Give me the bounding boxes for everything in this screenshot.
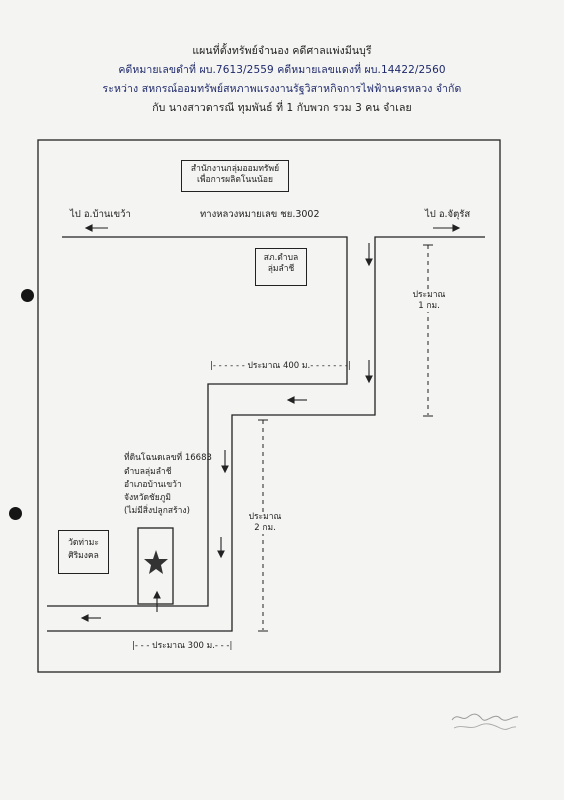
case-numbers: คดีหมายเลขดำที่ ผบ.7613/2559 คดีหมายเลขแ… [118,64,446,76]
land-title-deed-label: ที่ดินโฉนดเลขที่ 16683 [124,453,212,463]
highway-road-bottom-edge [47,236,485,632]
distance-400m-label: |- - - - - - ประมาณ 400 ม.- - - - - - -| [210,361,351,371]
arrow-right-icon [433,224,461,232]
star-icon [144,550,168,574]
arrow-left-icon [80,614,101,622]
arrow-left-icon [84,224,108,232]
arrow-down-icon [365,360,373,384]
map-title: แผนที่ตั้งทรัพย์จำนอง คดีศาลแพ่งมีนบุรี [192,45,372,57]
map-frame [37,139,501,673]
arrow-up-icon [153,590,161,612]
binder-hole-bottom [9,507,22,520]
plaintiff-line: ระหว่าง สหกรณ์ออมทรัพย์สหภาพแรงงานรัฐวิส… [102,83,462,95]
land-location-label: ตำบลลุ่มลำชี อำเภอบ้านเขว้า จังหวัดชัยภู… [124,467,190,516]
arrow-down-icon [221,450,229,474]
land-parcel-box [137,527,174,605]
defendant-line: กับ นางสาวดารณี ทุมพันธ์ ที่ 1 กับพวก รว… [152,102,412,114]
savings-group-office-box: สำนักงานกลุ่มออมทรัพย์ เพื่อการผลิตโนนน้… [181,160,289,192]
distance-300m-label: |- - - ประมาณ 300 ม.- - -| [132,641,233,651]
arrow-down-icon [217,537,225,559]
temple-box: วัดท่ามะ ศิริมงคล [58,530,109,574]
highway-label: ทางหลวงหมายเลข ชย.3002 [200,209,320,220]
health-station-box: สภ.ตำบล ลุ่มลำชี [255,248,307,286]
distance-1km-label: ประมาณ 1 กม. [412,290,446,312]
savings-group-office-label: สำนักงานกลุ่มออมทรัพย์ เพื่อการผลิตโนนน้… [190,164,280,185]
signature-scribble [451,713,519,730]
to-ban-khwao-label: ไป อ.บ้านเขว้า [70,209,131,220]
temple-label: วัดท่ามะ ศิริมงคล [68,538,99,561]
health-station-label: สภ.ตำบล ลุ่มลำชี [263,253,299,274]
distance-2km-label: ประมาณ 2 กม. [247,512,283,534]
arrow-down-icon [365,243,373,267]
highway-road-top-edge [47,236,348,607]
binder-hole-top [21,289,34,302]
map-header: แผนที่ตั้งทรัพย์จำนอง คดีศาลแพ่งมีนบุรี … [0,42,564,118]
arrow-left-icon [286,396,307,404]
to-chatturat-label: ไป อ.จัตุรัส [425,209,471,220]
